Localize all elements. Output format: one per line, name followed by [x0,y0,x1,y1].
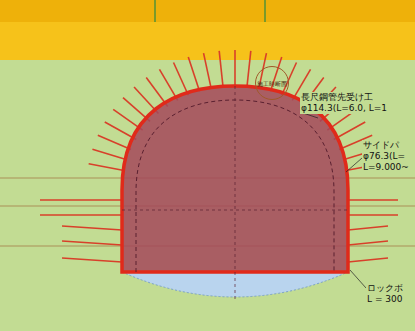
pipe-line [348,258,388,262]
pipe-line [348,199,398,201]
pipe-line [204,53,212,88]
pipe-line [98,135,131,149]
pipe-line [348,226,388,230]
callout-label: サイドパ [362,140,400,151]
callout-label: ロックボ [366,283,404,294]
callout-label: L=9.000~ [362,162,410,173]
callout-label: φ114.3(L=6.0, L=1 [300,103,388,114]
pipe-line [174,62,189,95]
pipe-line [62,241,122,245]
node-text: 施工時断面 [257,80,287,87]
pipe-line [62,258,122,262]
pipe-line [92,149,126,159]
pipe-line [247,51,251,87]
pipe-line [348,214,398,216]
pipe-line [282,62,297,95]
callout-label: L = 300 [366,294,403,305]
pipe-line [234,50,236,86]
pipe-line [40,214,122,216]
circle-label: 施工時断面 [255,66,289,100]
pipe-line [348,241,388,245]
pipe-line [188,57,199,91]
pipe-line [89,164,124,171]
pipe-line [219,51,223,87]
callout-label: 長尺鋼管先受け工 [300,92,374,103]
callout-label: φ76.3(L= [362,151,406,162]
pipe-line [40,199,122,201]
pipe-line [62,226,122,230]
